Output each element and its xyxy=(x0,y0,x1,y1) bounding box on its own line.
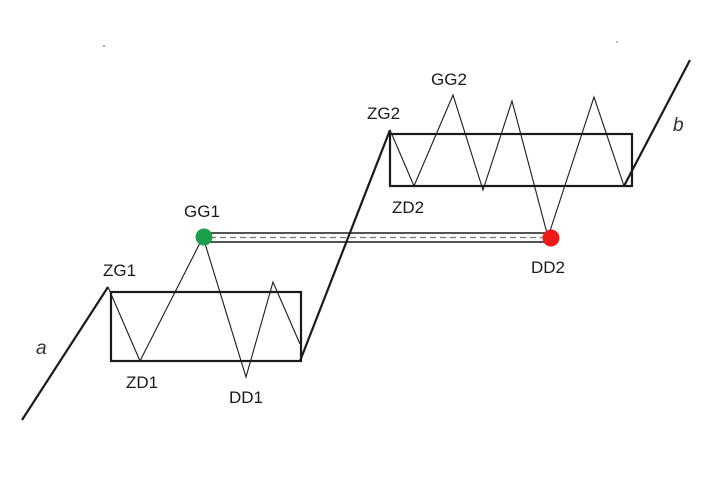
trend-line-a xyxy=(21,286,109,421)
trend-line-b xyxy=(623,59,691,187)
label-a: a xyxy=(36,338,47,359)
label-dd1: DD1 xyxy=(229,388,264,407)
label-gg2: GG2 xyxy=(431,70,467,89)
label-dd2: DD2 xyxy=(531,258,566,277)
label-zd1: ZD1 xyxy=(126,373,159,392)
label-gg1: GG1 xyxy=(184,202,220,221)
trend-line-mid xyxy=(298,129,392,362)
dd2-dot xyxy=(542,229,560,247)
speck xyxy=(103,45,105,47)
zigzag-2 xyxy=(389,93,625,239)
consolidation-box-1 xyxy=(109,290,303,363)
label-zg1: ZG1 xyxy=(103,261,137,280)
consolidation-box-2 xyxy=(388,132,634,188)
zigzag-1 xyxy=(107,235,301,379)
speck xyxy=(616,41,618,43)
gg1-dot xyxy=(195,228,213,246)
label-b: b xyxy=(673,115,684,136)
label-zg2: ZG2 xyxy=(367,104,401,123)
label-zd2: ZD2 xyxy=(392,198,425,217)
